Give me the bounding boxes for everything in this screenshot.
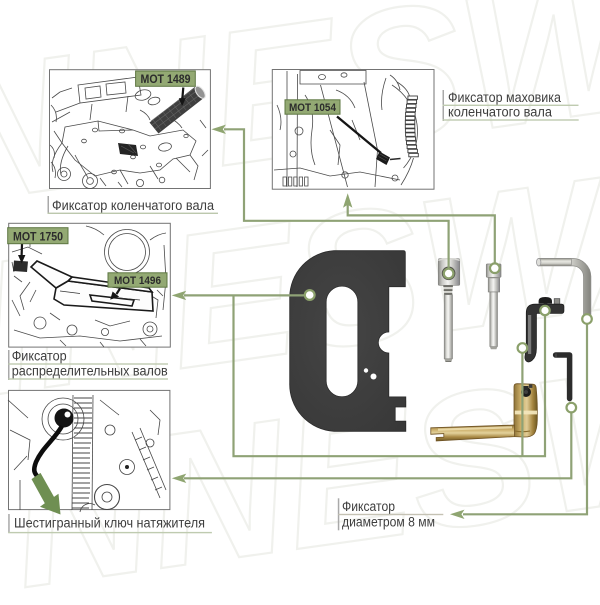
svg-text:Фиксатор коленчатого вала: Фиксатор коленчатого вала xyxy=(52,198,215,213)
svg-text:Фиксатор: Фиксатор xyxy=(342,499,395,514)
svg-text:МОТ 1496: МОТ 1496 xyxy=(114,275,161,287)
svg-text:Фиксатор: Фиксатор xyxy=(12,348,67,363)
svg-text:диаметром 8 мм: диаметром 8 мм xyxy=(342,515,435,530)
svg-text:МОТ 1489: МОТ 1489 xyxy=(141,72,191,86)
svg-text:коленчатого вала: коленчатого вала xyxy=(448,104,553,119)
svg-text:МОТ 1054: МОТ 1054 xyxy=(289,102,337,114)
svg-text:Фиксатор маховика: Фиксатор маховика xyxy=(448,90,562,105)
svg-text:Шестигранный ключ натяжителя: Шестигранный ключ натяжителя xyxy=(14,516,205,531)
svg-text:МОТ 1750: МОТ 1750 xyxy=(13,230,63,244)
svg-text:распределительных валов: распределительных валов xyxy=(12,363,168,378)
